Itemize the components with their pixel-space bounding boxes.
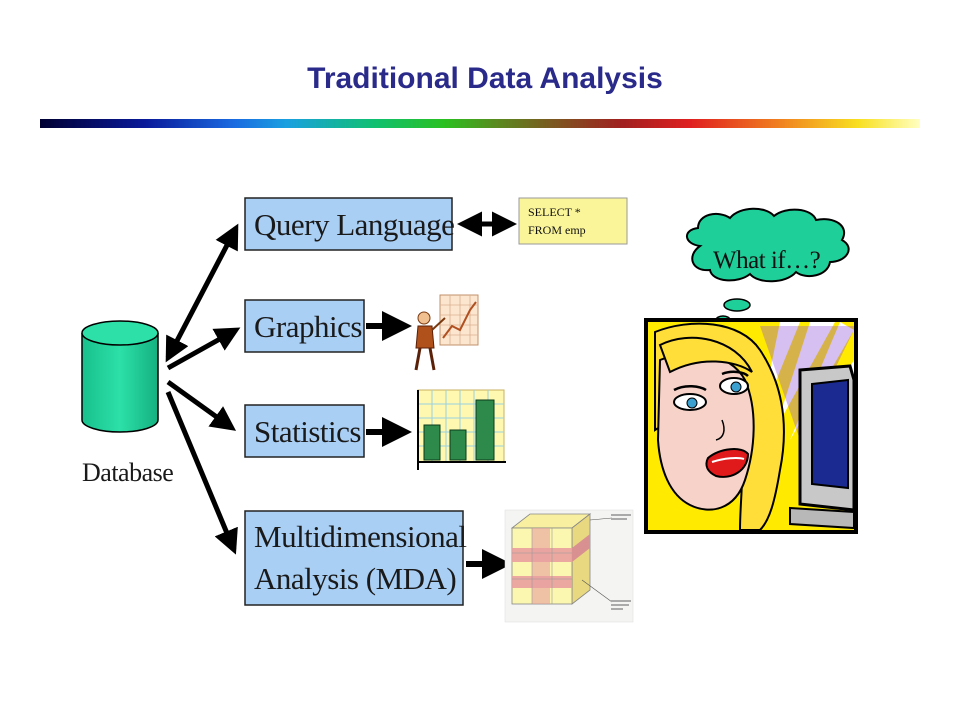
mda-box xyxy=(244,510,464,606)
presenter-clipart-icon xyxy=(414,294,479,371)
statistics-box xyxy=(244,404,365,458)
statistics-label: Statistics xyxy=(254,414,361,449)
arrow-db-to-graphics xyxy=(166,327,241,371)
database-icon xyxy=(81,320,159,433)
sql-line2: FROM emp xyxy=(528,223,586,237)
rainbow-divider xyxy=(40,119,920,128)
arrow-db-to-query xyxy=(165,223,239,363)
thought-bubble-text: What if…? xyxy=(713,247,821,274)
data-cube-icon xyxy=(504,509,634,623)
arrow-db-to-mda xyxy=(165,391,238,555)
mda-label-line1: Multidimensional xyxy=(254,519,467,554)
mda-label-line2: Analysis (MDA) xyxy=(254,561,457,596)
graphics-box xyxy=(244,299,365,353)
sql-line1: SELECT * xyxy=(528,205,581,219)
query-language-box xyxy=(244,197,453,251)
sql-note xyxy=(518,197,628,245)
arrow-db-to-statistics xyxy=(166,379,237,431)
woman-at-computer-clipart-icon xyxy=(644,318,858,534)
thought-bubble xyxy=(686,207,850,325)
database-label: Database xyxy=(82,458,174,487)
bar-chart-clipart-icon xyxy=(417,389,506,470)
graphics-label: Graphics xyxy=(254,309,362,344)
slide-title: Traditional Data Analysis xyxy=(307,62,663,95)
query-language-label: Query Language xyxy=(254,207,455,242)
